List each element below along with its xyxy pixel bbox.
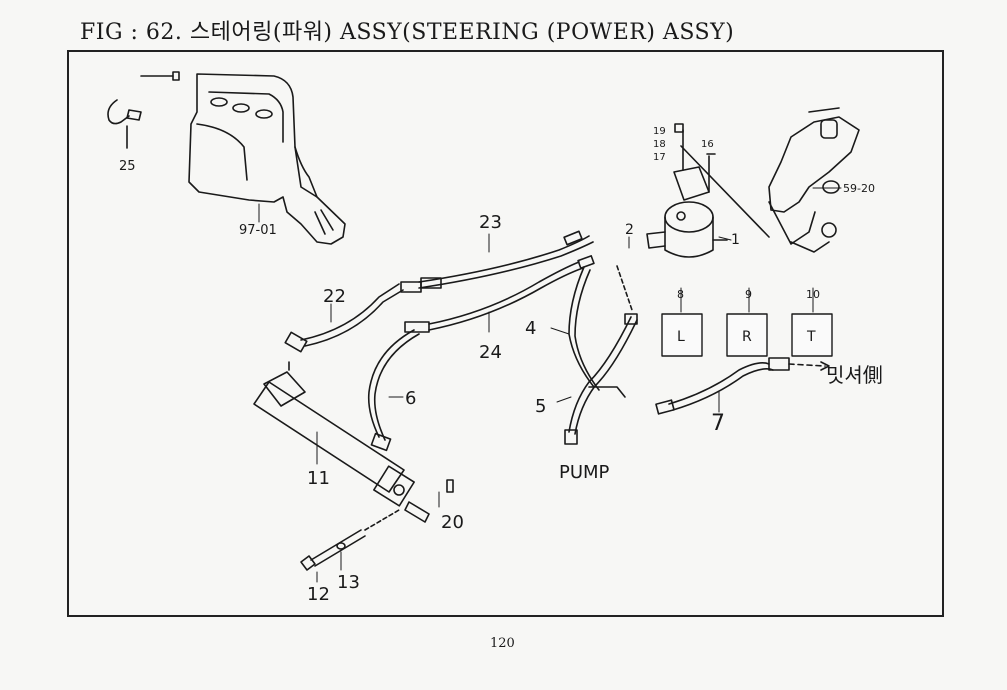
callout-1: 1: [731, 232, 740, 248]
hose-7: [655, 357, 830, 415]
callout-19: 19: [653, 126, 666, 137]
clamp-part-25: [107, 71, 180, 149]
hose-22: [284, 281, 422, 353]
page-number: 120: [490, 636, 515, 651]
figure-title: FIG : 62. 스테어링(파워) ASSY(STEERING (POWER)…: [80, 20, 735, 45]
hose-5: [564, 265, 638, 445]
hose-24: [404, 255, 595, 333]
callout-2: 2: [625, 222, 634, 238]
callout-7: 7: [711, 411, 725, 436]
callout-23: 23: [479, 212, 502, 233]
leader-lines: [258, 187, 842, 583]
callout-97-01: 97-01: [239, 223, 277, 238]
box-l-letter: L: [677, 329, 685, 345]
handwritten-note: 밋셔側: [826, 363, 883, 387]
box-r-number: 9: [745, 288, 752, 301]
steering-valve-part-1: [646, 123, 728, 258]
callout-24: 24: [479, 342, 502, 363]
hose-23: [418, 230, 594, 289]
callout-18: 18: [653, 139, 666, 150]
callout-22: 22: [323, 286, 346, 307]
callout-4: 4: [525, 318, 536, 339]
callout-13: 13: [337, 572, 360, 593]
callout-6: 6: [405, 388, 416, 409]
callout-12: 12: [307, 584, 330, 605]
hose-6: [367, 329, 420, 452]
box-t-letter: T: [806, 329, 816, 345]
bolt-part-12: [300, 509, 400, 571]
pump-label: PUMP: [559, 462, 610, 483]
hose-4: [568, 266, 626, 398]
box-r-letter: R: [742, 329, 752, 345]
power-cylinder-part-11: [253, 361, 430, 523]
box-l-number: 8: [677, 288, 684, 301]
box-t-number: 10: [806, 288, 820, 301]
callout-17: 17: [653, 152, 666, 163]
pin-part-20: [446, 479, 454, 493]
callout-16: 16: [701, 139, 714, 150]
parts-diagram: 25 97-01 19 18 17 16 59-20 1 2 23 22 24 …: [107, 71, 883, 605]
callout-5: 5: [535, 396, 546, 417]
diagram-frame: 25 97-01 19 18 17 16 59-20 1 2 23 22 24 …: [67, 50, 944, 617]
fender-panel-part: [188, 73, 346, 245]
port-boxes: [661, 313, 833, 357]
steering-column-part: [680, 107, 860, 253]
callout-11: 11: [307, 468, 330, 489]
callout-59-20: 59-20: [843, 182, 875, 195]
callout-25: 25: [119, 159, 136, 174]
callout-20: 20: [441, 512, 464, 533]
